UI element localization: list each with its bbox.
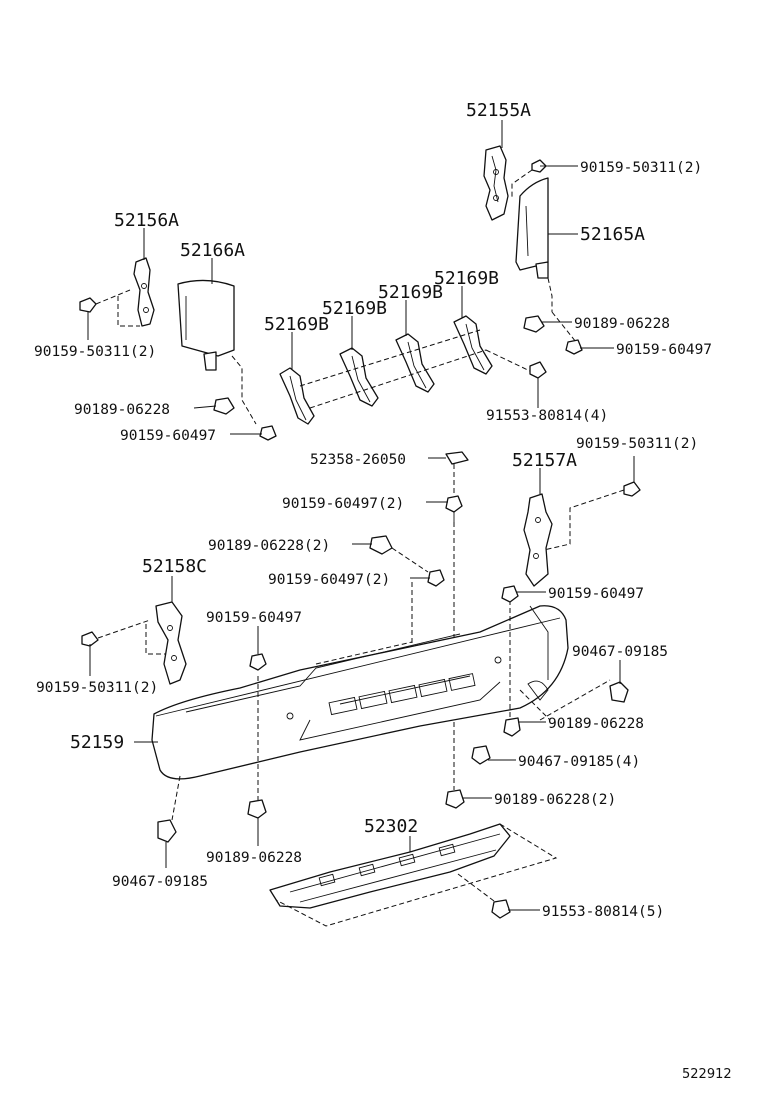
bolt-50311-lower bbox=[81, 631, 99, 647]
clip-06228-bottom bbox=[247, 799, 267, 819]
clip-09185-4 bbox=[471, 745, 491, 765]
label-50311-top: 90159-50311(2) bbox=[580, 160, 702, 176]
label-26050: 52358-26050 bbox=[310, 452, 406, 468]
bolt-50311-mid bbox=[623, 481, 641, 497]
label-60497-2b: 90159-60497(2) bbox=[268, 572, 390, 588]
bracket-52155A bbox=[483, 145, 509, 221]
label-52158C: 52158C bbox=[142, 556, 207, 577]
brace-52169B-1 bbox=[279, 367, 315, 425]
step-52302 bbox=[269, 823, 511, 909]
screw-60497-center bbox=[501, 585, 519, 603]
cover-52165A bbox=[515, 177, 549, 279]
label-09185-bottom: 90467-09185 bbox=[112, 874, 208, 890]
label-60497-center: 90159-60497 bbox=[548, 586, 644, 602]
label-60497-right: 90159-60497 bbox=[616, 342, 712, 358]
label-60497-mid: 90159-60497 bbox=[206, 610, 302, 626]
brace-52169B-4 bbox=[453, 315, 493, 375]
clip-06228-left bbox=[213, 397, 235, 415]
label-50311-left: 90159-50311(2) bbox=[34, 344, 156, 360]
label-80814-4: 91553-80814(4) bbox=[486, 408, 608, 424]
label-60497-2a: 90159-60497(2) bbox=[282, 496, 404, 512]
label-52157A: 52157A bbox=[512, 450, 577, 471]
brace-52169B-3 bbox=[395, 333, 435, 393]
screw-60497-left bbox=[259, 425, 277, 441]
bumper-52159 bbox=[151, 605, 569, 780]
label-06228-bottom: 90189-06228 bbox=[206, 850, 302, 866]
label-06228-2a: 90189-06228(2) bbox=[208, 538, 330, 554]
label-52169B-1: 52169B bbox=[264, 314, 329, 335]
label-06228-left: 90189-06228 bbox=[74, 402, 170, 418]
cover-52166A bbox=[177, 279, 235, 371]
label-60497-left: 90159-60497 bbox=[120, 428, 216, 444]
screw-60497-mid bbox=[249, 653, 267, 671]
label-06228-2b: 90189-06228(2) bbox=[494, 792, 616, 808]
label-52169B-2: 52169B bbox=[322, 298, 387, 319]
screw-60497-right bbox=[565, 339, 583, 355]
clip-06228-2a bbox=[369, 535, 393, 555]
diagram-id: 522912 bbox=[682, 1067, 732, 1082]
leader-lines bbox=[87, 120, 635, 911]
bracket-52158C bbox=[155, 601, 187, 685]
clip-09185-bottom bbox=[157, 819, 177, 843]
label-50311-lower: 90159-50311(2) bbox=[36, 680, 158, 696]
clip-06228-right bbox=[523, 315, 545, 333]
clip-06228-lowright bbox=[503, 717, 521, 737]
label-52155A: 52155A bbox=[466, 100, 531, 121]
label-52169B-4: 52169B bbox=[434, 268, 499, 289]
label-06228-right: 90189-06228 bbox=[574, 316, 670, 332]
label-52156A: 52156A bbox=[114, 210, 179, 231]
label-52165A: 52165A bbox=[580, 224, 645, 245]
label-52159: 52159 bbox=[70, 732, 124, 753]
screw-60497-2b bbox=[427, 569, 445, 587]
bolt-80814-5 bbox=[491, 899, 511, 919]
bracket-52157A bbox=[523, 493, 553, 587]
screw-60497-2a bbox=[445, 495, 463, 522]
label-80814-5: 91553-80814(5) bbox=[542, 904, 664, 920]
brace-52169B-2 bbox=[339, 347, 379, 407]
label-09185-4: 90467-09185(4) bbox=[518, 754, 640, 770]
label-09185-right: 90467-09185 bbox=[572, 644, 668, 660]
label-52166A: 52166A bbox=[180, 240, 245, 261]
clip-06228-2b bbox=[445, 789, 465, 809]
label-52169B-3: 52169B bbox=[378, 282, 443, 303]
bolt-50311-left bbox=[79, 289, 131, 313]
label-52302: 52302 bbox=[364, 816, 418, 837]
label-50311-mid: 90159-50311(2) bbox=[576, 436, 698, 452]
retainer-26050 bbox=[445, 451, 469, 465]
label-06228-lowright: 90189-06228 bbox=[548, 716, 644, 732]
part-labels: 52155A 90159-50311(2) 52165A 52156A 5216… bbox=[34, 100, 732, 1082]
bolt-80814 bbox=[529, 361, 547, 379]
clip-09185-right bbox=[609, 681, 629, 703]
bracket-52156A bbox=[133, 257, 155, 327]
